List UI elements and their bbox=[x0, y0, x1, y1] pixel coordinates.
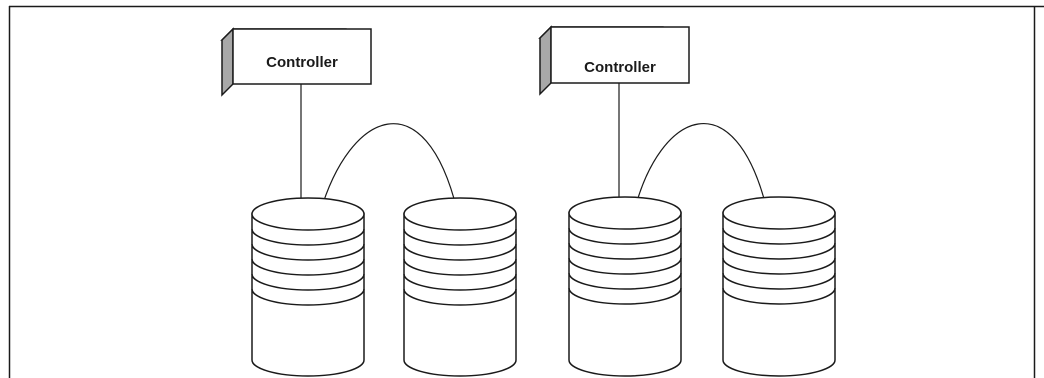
disk-platter-line bbox=[403, 273, 517, 291]
disk-platter-line bbox=[722, 242, 836, 260]
disk-body bbox=[722, 212, 836, 377]
disk-drive bbox=[403, 197, 517, 377]
disk-top-cap bbox=[403, 197, 517, 231]
disk-body bbox=[251, 213, 365, 377]
disk-platter-line bbox=[722, 287, 836, 305]
controller-label: Controller bbox=[266, 54, 338, 71]
disk-drive bbox=[722, 196, 836, 377]
disk-platter-line bbox=[403, 243, 517, 261]
disk-top-cap bbox=[568, 196, 682, 230]
disk-mirror-cable bbox=[633, 123, 768, 213]
disk-platter-line bbox=[568, 257, 682, 275]
disk-platter-line bbox=[251, 288, 365, 306]
disk-platter-line bbox=[403, 258, 517, 276]
disk-platter-line bbox=[403, 228, 517, 246]
disk-drive bbox=[568, 196, 682, 377]
disk-body bbox=[568, 212, 682, 377]
disk-platter-line bbox=[251, 243, 365, 261]
disk-platter-line bbox=[403, 288, 517, 306]
disk-platter-line bbox=[568, 227, 682, 245]
disk-platter-line bbox=[251, 258, 365, 276]
disk-platter-line bbox=[722, 227, 836, 245]
controller-box-1: Controller bbox=[220, 27, 372, 97]
disk-platter-line bbox=[568, 242, 682, 260]
disk-top-cap bbox=[722, 196, 836, 230]
disk-mirror-cable bbox=[319, 123, 458, 214]
disk-platter-line bbox=[568, 272, 682, 290]
disk-body bbox=[403, 213, 517, 377]
disk-top-cap bbox=[251, 197, 365, 231]
disk-platter-line bbox=[251, 228, 365, 246]
disk-platter-line bbox=[722, 272, 836, 290]
disk-platter-line bbox=[251, 273, 365, 291]
disk-platter-line bbox=[722, 257, 836, 275]
disk-drive bbox=[251, 197, 365, 377]
controller-box-2: Controller bbox=[538, 25, 690, 96]
disk-platter-line bbox=[568, 287, 682, 305]
controller-side-face bbox=[539, 25, 552, 96]
controller-label: Controller bbox=[584, 59, 656, 76]
controller-side-face bbox=[221, 27, 234, 97]
